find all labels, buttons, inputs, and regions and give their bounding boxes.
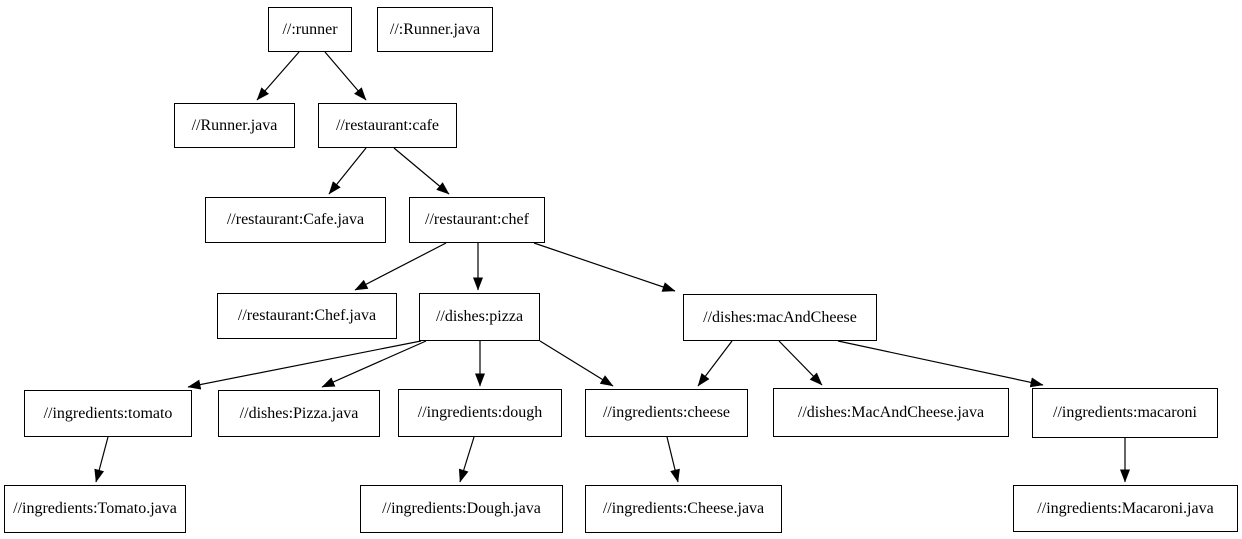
node-pizza: //dishes:pizza [419,293,540,341]
node-cafe: //restaurant:cafe [318,103,457,148]
node-runner_java: //Runner.java [174,103,295,148]
edge-cafe-to-cafe_java [328,147,367,195]
edge-mac_and_cheese-to-mac_and_cheese_java [778,340,823,386]
node-chef_java: //restaurant:Chef.java [217,293,397,339]
node-pizza_java: //dishes:Pizza.java [218,390,380,437]
edge-dough-to-dough_java [458,436,475,483]
node-cafe_java: //restaurant:Cafe.java [205,197,386,243]
node-macaroni_java: //ingredients:Macaroni.java [1013,485,1238,532]
node-mac_and_cheese: //dishes:macAndCheese [683,294,877,341]
edge-chef-to-chef_java [354,242,447,291]
node-dough: //ingredients:dough [398,389,562,437]
edge-cafe-to-chef [393,147,450,195]
node-mac_and_cheese_java: //dishes:MacAndCheese.java [773,388,1009,437]
edge-cheese-to-cheese_java [666,436,680,483]
edge-pizza-to-pizza_java [321,340,427,388]
node-dough_java: //ingredients:Dough.java [360,485,563,533]
node-cheese: //ingredients:cheese [585,389,748,437]
node-runner: //:runner [268,7,352,52]
node-runner_java_root: //:Runner.java [377,7,493,52]
node-chef: //restaurant:chef [409,197,545,243]
edge-chef-to-mac_and_cheese [533,242,676,292]
edge-tomato-to-tomato_java [94,436,109,483]
edge-mac_and_cheese-to-macaroni [837,340,1044,388]
node-tomato_java: //ingredients:Tomato.java [4,485,186,533]
node-tomato: //ingredients:tomato [24,390,192,437]
node-macaroni: //ingredients:macaroni [1032,388,1218,438]
edge-mac_and_cheese-to-cheese [697,340,733,387]
edge-pizza-to-cheese [539,340,614,387]
edge-pizza-to-tomato [187,340,422,390]
node-cheese_java: //ingredients:Cheese.java [585,485,782,533]
edge-runner-to-runner_java [256,51,300,101]
edge-runner-to-cafe [324,51,367,101]
